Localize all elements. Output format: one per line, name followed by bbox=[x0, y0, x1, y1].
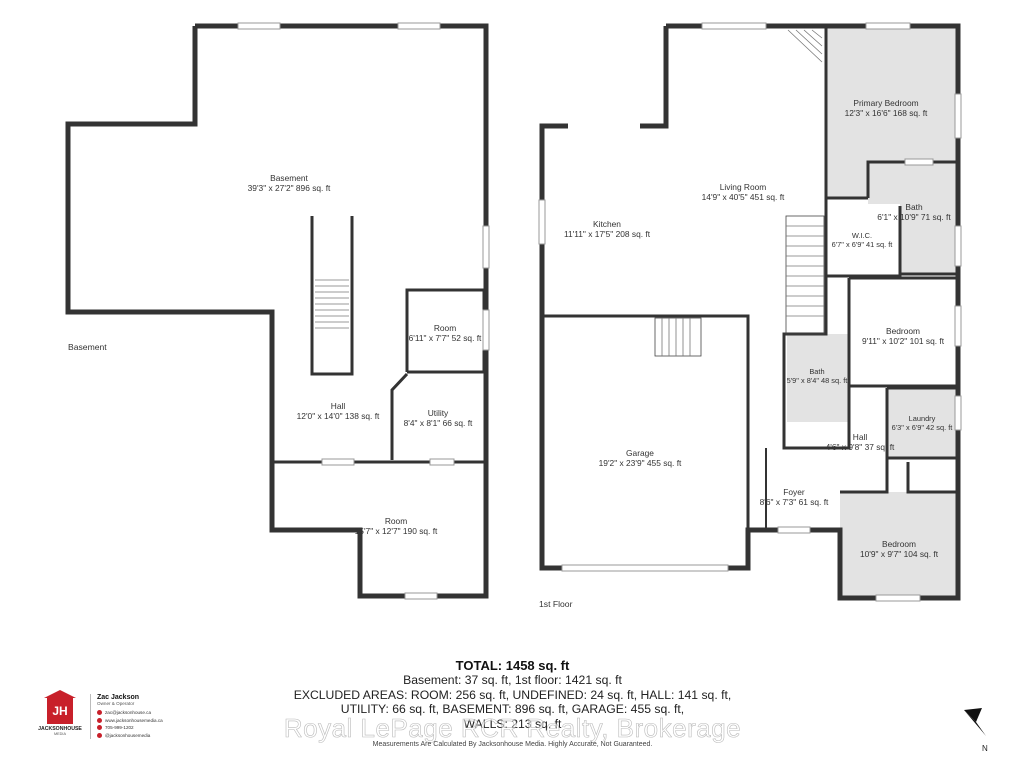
contact-website: www.jacksonhousemedia.ca bbox=[97, 717, 163, 725]
contact-block: Zac Jackson Owner & Operator zac@jackson… bbox=[90, 694, 163, 740]
room-label-foyer: Foyer 8'6" x 7'3" 61 sq. ft bbox=[759, 487, 829, 508]
north-arrow-icon bbox=[964, 708, 986, 736]
summary-line: Basement: 37 sq. ft, 1st floor: 1421 sq.… bbox=[403, 673, 622, 687]
garage-stairs bbox=[654, 317, 702, 357]
basement-outer-wall bbox=[65, 23, 489, 599]
hall-wall bbox=[840, 458, 889, 494]
basement-walls bbox=[65, 23, 489, 599]
jacksonhouse-logo: JH JACKSONHOUSE MEDIA bbox=[38, 690, 82, 736]
logo-name: JACKSONHOUSE bbox=[38, 726, 82, 732]
room-label-basement-room-small: Room 6'11" x 7'7" 52 sq. ft bbox=[408, 323, 482, 344]
summary-total: TOTAL: 1458 sq. ft bbox=[455, 658, 570, 673]
phone-icon bbox=[97, 725, 102, 731]
measurement-disclaimer: Measurements Are Calculated By Jacksonho… bbox=[372, 741, 653, 748]
room-label-kitchen: Kitchen 11'11" x 17'5" 208 sq. ft bbox=[563, 219, 651, 240]
contact-email: zac@jacksonhouse.ca bbox=[97, 709, 163, 717]
room-label-primary-bedroom: Primary Bedroom 12'3" x 16'6" 168 sq. ft bbox=[844, 98, 928, 119]
room-label-basement-hall: Hall 12'0" x 14'0" 138 sq. ft bbox=[296, 401, 380, 422]
summary-line: WALLS: 213 sq. ft bbox=[463, 716, 562, 731]
wic-fill bbox=[828, 204, 900, 274]
realty-watermark: Royal LePage RCR Realty, Brokerage bbox=[283, 713, 742, 744]
north-letter: N bbox=[982, 744, 988, 753]
room-label-bedroom-3: Bedroom 10'9" x 9'7" 104 sq. ft bbox=[859, 539, 939, 560]
logo-roof-icon bbox=[44, 690, 76, 698]
room-label-laundry: Laundry 6'3" x 6'9" 42 sq. ft bbox=[891, 414, 953, 433]
main-stairs bbox=[785, 215, 825, 335]
bedroom-3-fill bbox=[840, 492, 958, 598]
room-label-ensuite-bath: Bath 6'1" x 10'9" 71 sq. ft bbox=[877, 202, 951, 223]
instagram-icon bbox=[97, 733, 102, 739]
laundry-wall bbox=[885, 386, 960, 460]
basement-stairs bbox=[315, 279, 349, 329]
contact-phone: 705-999-1202 bbox=[97, 724, 163, 732]
floor-label-first-floor: 1st Floor bbox=[539, 599, 573, 609]
wic-wall bbox=[824, 198, 902, 278]
room-label-basement: Basement 39'3" x 27'2" 896 sq. ft bbox=[247, 173, 331, 194]
basement-stair-wall bbox=[310, 216, 354, 376]
corridor-wall bbox=[782, 276, 851, 450]
bedroom-3-wall bbox=[906, 462, 958, 494]
room-label-bedroom-2: Bedroom 9'11" x 10'2" 101 sq. ft bbox=[861, 326, 945, 347]
logo-sub: MEDIA bbox=[53, 732, 67, 736]
room-label-living-room: Living Room 14'9" x 40'5" 451 sq. ft bbox=[701, 182, 785, 203]
basement-utility-wall bbox=[390, 372, 409, 460]
laundry-fill bbox=[887, 388, 957, 458]
room-label-wic: W.I.C. 6'7" x 6'9" 41 sq. ft bbox=[831, 231, 893, 250]
floor-label-basement: Basement bbox=[68, 342, 107, 352]
room-label-garage: Garage 19'2" x 23'9" 455 sq. ft bbox=[598, 448, 682, 469]
bath-2-fill bbox=[787, 334, 849, 422]
corner-stairs bbox=[787, 29, 823, 63]
email-icon bbox=[97, 710, 102, 716]
contact-social: @jacksonhousemedia bbox=[97, 732, 163, 740]
summary-line: EXCLUDED AREAS: ROOM: 256 sq. ft, UNDEFI… bbox=[293, 687, 732, 702]
living-room-top-wall bbox=[640, 26, 669, 129]
first-floor-windows bbox=[538, 22, 962, 602]
room-label-basement-utility: Utility 8'4" x 8'1" 66 sq. ft bbox=[403, 408, 473, 429]
shaded-rooms bbox=[787, 28, 958, 598]
basement-windows bbox=[237, 22, 490, 600]
contact-role: Owner & Operator bbox=[97, 701, 135, 706]
globe-icon bbox=[97, 717, 102, 723]
garage-wall bbox=[542, 314, 750, 568]
room-label-bath-2: Bath 5'9" x 8'4" 48 sq. ft bbox=[786, 367, 848, 386]
room-label-basement-room-large: Room 15'7" x 12'7" 190 sq. ft bbox=[354, 516, 438, 537]
basement-room-wall bbox=[405, 288, 486, 374]
summary-line: UTILITY: 66 sq. ft, BASEMENT: 896 sq. ft… bbox=[340, 702, 685, 716]
area-summary: TOTAL: 1458 sq. ft Basement: 37 sq. ft, … bbox=[0, 658, 1025, 731]
logo-mark: JH bbox=[47, 698, 73, 724]
room-label-main-hall: Hall 4'6" x 9'8" 37 sq. ft bbox=[825, 432, 895, 453]
contact-name: Zac Jackson bbox=[97, 694, 140, 701]
bedroom-2-wall bbox=[847, 276, 960, 388]
